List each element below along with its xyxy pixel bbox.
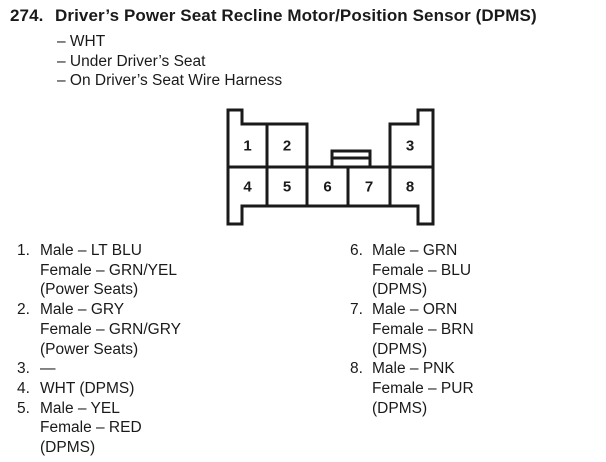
pin-cavity-1: 1: [243, 138, 251, 155]
pin-list-item: 4. WHT (DPMS): [17, 379, 181, 399]
pin-line: Male – GRY: [40, 301, 125, 319]
section-number: 274.: [10, 6, 44, 25]
pin-line: (DPMS): [40, 439, 96, 457]
pin-cavity-7: 7: [365, 179, 373, 196]
pin-line: (Power Seats): [40, 340, 139, 358]
pin-list-left: 1. Male – LT BLU Female – GRN/YEL (Power…: [17, 241, 181, 458]
pin-list-item: 8. Male – PNK Female – PUR (DPMS): [350, 359, 474, 418]
pin-line: Male – ORN: [372, 301, 458, 319]
connector-diagram: 1 2 3 4 5 6 7 8: [226, 108, 435, 226]
connector-details: – WHT – Under Driver’s Seat – On Driver’…: [57, 32, 282, 91]
pin-line: (DPMS): [372, 281, 428, 299]
pin-number: 8.: [350, 360, 363, 378]
pin-cavity-3: 3: [406, 138, 414, 155]
pin-line: Female – RED: [40, 419, 142, 437]
pin-line: —: [40, 360, 56, 378]
detail-line: – On Driver’s Seat Wire Harness: [57, 72, 283, 90]
pin-number: 3.: [17, 360, 30, 378]
pin-cavity-4: 4: [243, 179, 252, 196]
pin-cavity-5: 5: [283, 179, 291, 196]
pin-number: 4.: [17, 379, 30, 397]
pin-line: (DPMS): [372, 399, 428, 417]
page-title: Driver’s Power Seat Recline Motor/Positi…: [55, 6, 537, 25]
pin-number: 6.: [350, 242, 363, 259]
pin-list-item: 7. Male – ORN Female – BRN (DPMS): [350, 300, 474, 359]
pin-number: 5.: [17, 399, 30, 417]
pin-number: 2.: [17, 301, 30, 319]
pin-cavity-2: 2: [283, 138, 291, 155]
detail-line: – WHT: [57, 33, 106, 50]
pin-line: (Power Seats): [40, 281, 139, 299]
pin-number: 7.: [350, 301, 363, 319]
pin-list-item: 1. Male – LT BLU Female – GRN/YEL (Power…: [17, 241, 181, 300]
pin-list-item: 6. Male – GRN Female – BLU (DPMS): [350, 241, 474, 300]
pin-line: Female – BLU: [372, 261, 472, 279]
pin-line: Female – GRN/YEL: [40, 261, 177, 279]
pin-line: Male – GRN: [372, 242, 458, 259]
pin-list-item: 3. —: [17, 359, 181, 379]
pin-line: Female – BRN: [372, 320, 474, 338]
pin-line: (DPMS): [372, 340, 428, 358]
pin-number: 1.: [17, 242, 30, 259]
pin-list-item: 5. Male – YEL Female – RED (DPMS): [17, 399, 181, 458]
section-header: 274. Driver’s Power Seat Recline Motor/Po…: [10, 6, 537, 26]
pin-line: Female – GRN/GRY: [40, 320, 181, 338]
pin-list-right: 6. Male – GRN Female – BLU (DPMS) 7. Mal…: [350, 241, 474, 418]
pin-cavity-6: 6: [323, 179, 331, 196]
pin-cavity-8: 8: [406, 179, 414, 196]
pin-line: Male – PNK: [372, 360, 455, 378]
detail-line: – Under Driver’s Seat: [57, 52, 206, 70]
pin-line: Male – YEL: [40, 399, 120, 417]
pin-list-item: 2. Male – GRY Female – GRN/GRY (Power Se…: [17, 300, 181, 359]
pin-line: Male – LT BLU: [40, 242, 142, 259]
pin-line: Female – PUR: [372, 379, 474, 397]
pin-line: WHT (DPMS): [40, 379, 135, 397]
